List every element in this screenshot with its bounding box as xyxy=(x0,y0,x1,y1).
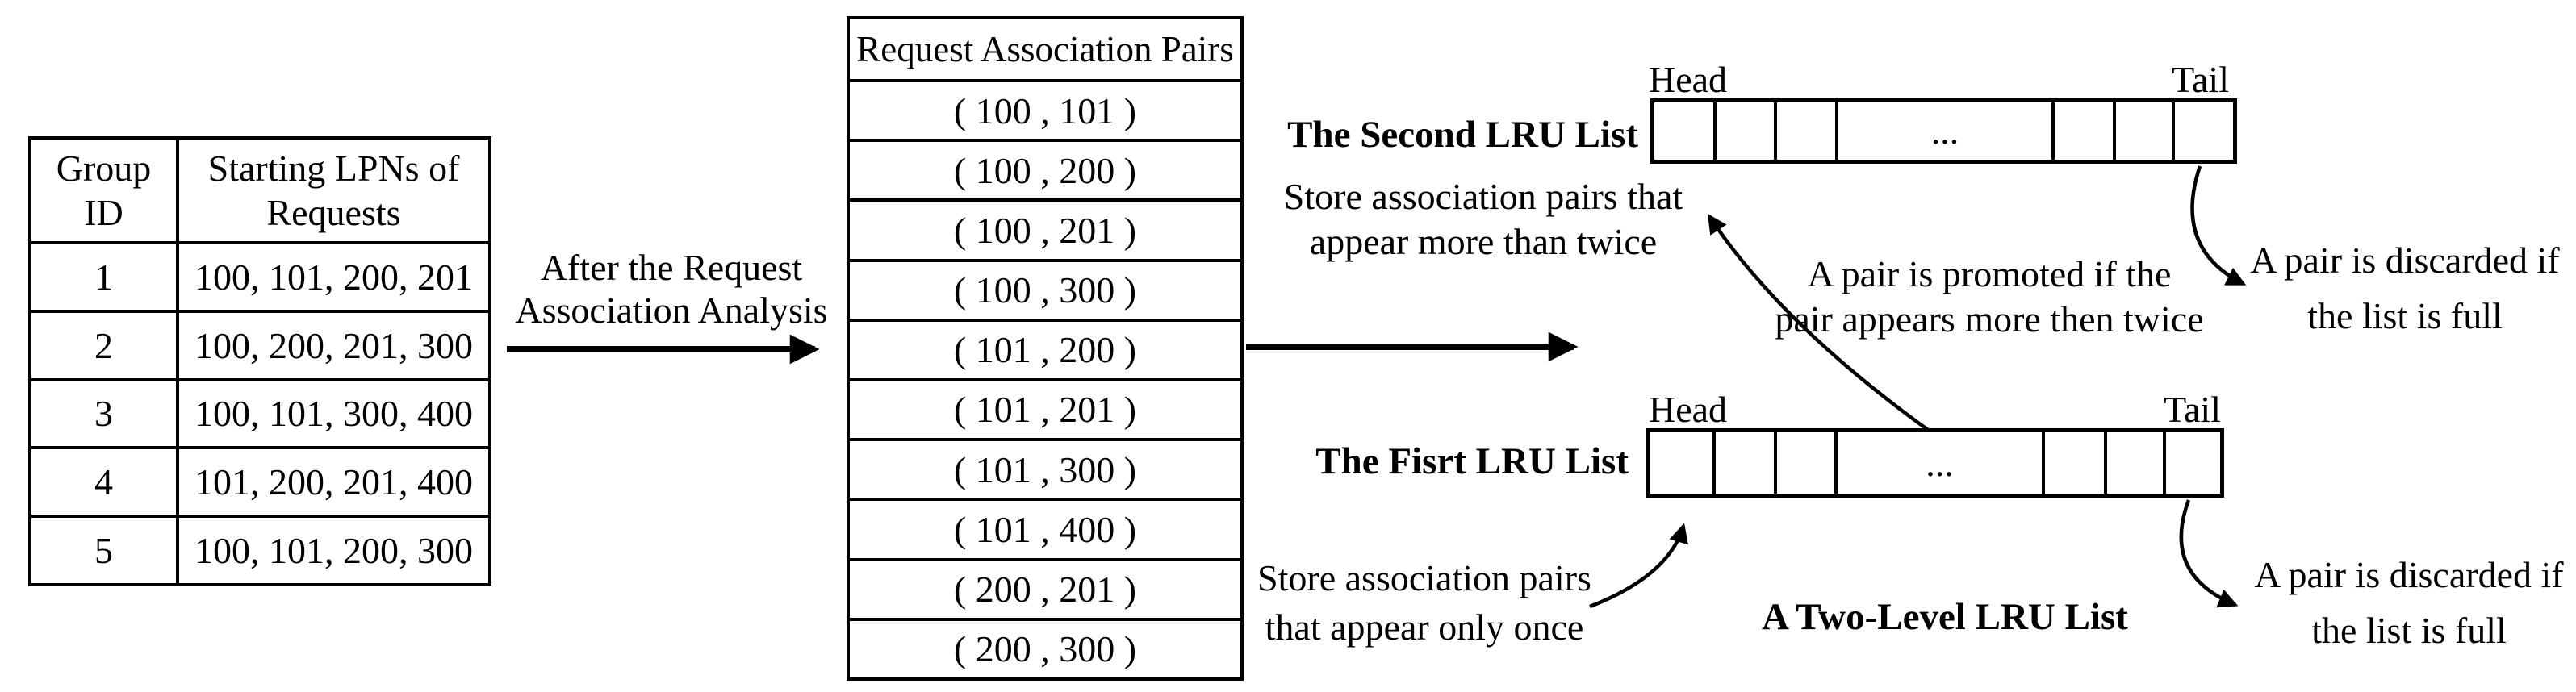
pair-row: ( 101 , 201 ) xyxy=(850,377,1240,438)
lpns-cell: 100, 200, 201, 300 xyxy=(176,309,488,378)
lru-cell xyxy=(2172,102,2233,160)
first-lru-head-label: Head xyxy=(1649,389,1728,430)
lru-cell xyxy=(1774,102,1835,160)
first-lru-title: The Fisrt LRU List xyxy=(1315,440,1629,482)
group-id-cell: 5 xyxy=(31,515,176,583)
pair-row: ( 100 , 300 ) xyxy=(850,258,1240,319)
discard-top-note: A pair is discarded if the list is full xyxy=(2250,240,2560,336)
second-lru-head-label: Head xyxy=(1649,59,1728,100)
first-lru-list-box: ... xyxy=(1646,428,2224,498)
pair-row: ( 100 , 101 ) xyxy=(850,79,1240,139)
pair-row: ( 200 , 300 ) xyxy=(850,617,1240,677)
second-lru-tail-label: Tail xyxy=(2172,59,2229,100)
lru-cell xyxy=(2163,432,2220,494)
first-store-note: Store association pairs that appear only… xyxy=(1257,557,1591,648)
request-pairs-table: Request Association Pairs ( 100 , 101 ) … xyxy=(847,16,1244,681)
store-once-arrow xyxy=(1589,523,1688,609)
lpns-cell: 100, 101, 200, 201 xyxy=(176,241,488,310)
pair-row: ( 200 , 201 ) xyxy=(850,557,1240,618)
pair-row: ( 100 , 201 ) xyxy=(850,198,1240,258)
lru-cell xyxy=(1654,102,1713,160)
group-id-cell: 1 xyxy=(31,241,176,310)
second-store-note: Store association pairs that appear more… xyxy=(1283,176,1683,263)
first-lru-tail-label: Tail xyxy=(2164,389,2221,430)
lru-cell xyxy=(1650,432,1712,494)
second-lru-title: The Second LRU List xyxy=(1287,114,1638,156)
group-id-cell: 4 xyxy=(31,446,176,515)
lpns-cell: 100, 101, 300, 400 xyxy=(176,377,488,447)
lru-cell xyxy=(1713,102,1774,160)
lru-ellipsis-cell: ... xyxy=(1835,102,2051,160)
pairs-table-header: Request Association Pairs xyxy=(856,29,1234,69)
lru-cell xyxy=(2113,102,2172,160)
discard-arrow-bottom xyxy=(2179,499,2239,608)
lpns-cell: 101, 200, 201, 400 xyxy=(176,446,488,515)
lpns-cell: 100, 101, 200, 300 xyxy=(176,515,488,583)
lru-cell xyxy=(1712,432,1774,494)
lru-cell xyxy=(2104,432,2163,494)
pair-row: ( 101 , 400 ) xyxy=(850,498,1240,557)
pair-row: ( 100 , 200 ) xyxy=(850,139,1240,198)
lru-ellipsis-cell: ... xyxy=(1834,432,2042,494)
group-id-cell: 2 xyxy=(31,309,176,378)
second-lru-list-box: ... xyxy=(1650,98,2237,164)
group-id-cell: 3 xyxy=(31,377,176,447)
group-table-header-id: Group ID xyxy=(56,147,152,233)
pair-row: ( 101 , 300 ) xyxy=(850,438,1240,498)
lru-cell xyxy=(2042,432,2104,494)
discard-bottom-note: A pair is discarded if the list is full xyxy=(2254,554,2564,651)
analysis-arrow-label: After the Request Association Analysis xyxy=(515,247,828,331)
lru-cell xyxy=(1774,432,1834,494)
group-table-header-lpns: Starting LPNs of Requests xyxy=(176,140,488,241)
pair-row: ( 101 , 200 ) xyxy=(850,318,1240,378)
group-table: Group ID Starting LPNs of Requests 1 100… xyxy=(28,136,491,586)
promote-note: A pair is promoted if the pair appears m… xyxy=(1775,253,2204,340)
lru-cell xyxy=(2051,102,2113,160)
two-level-lru-caption: A Two-Level LRU List xyxy=(1762,596,2128,638)
